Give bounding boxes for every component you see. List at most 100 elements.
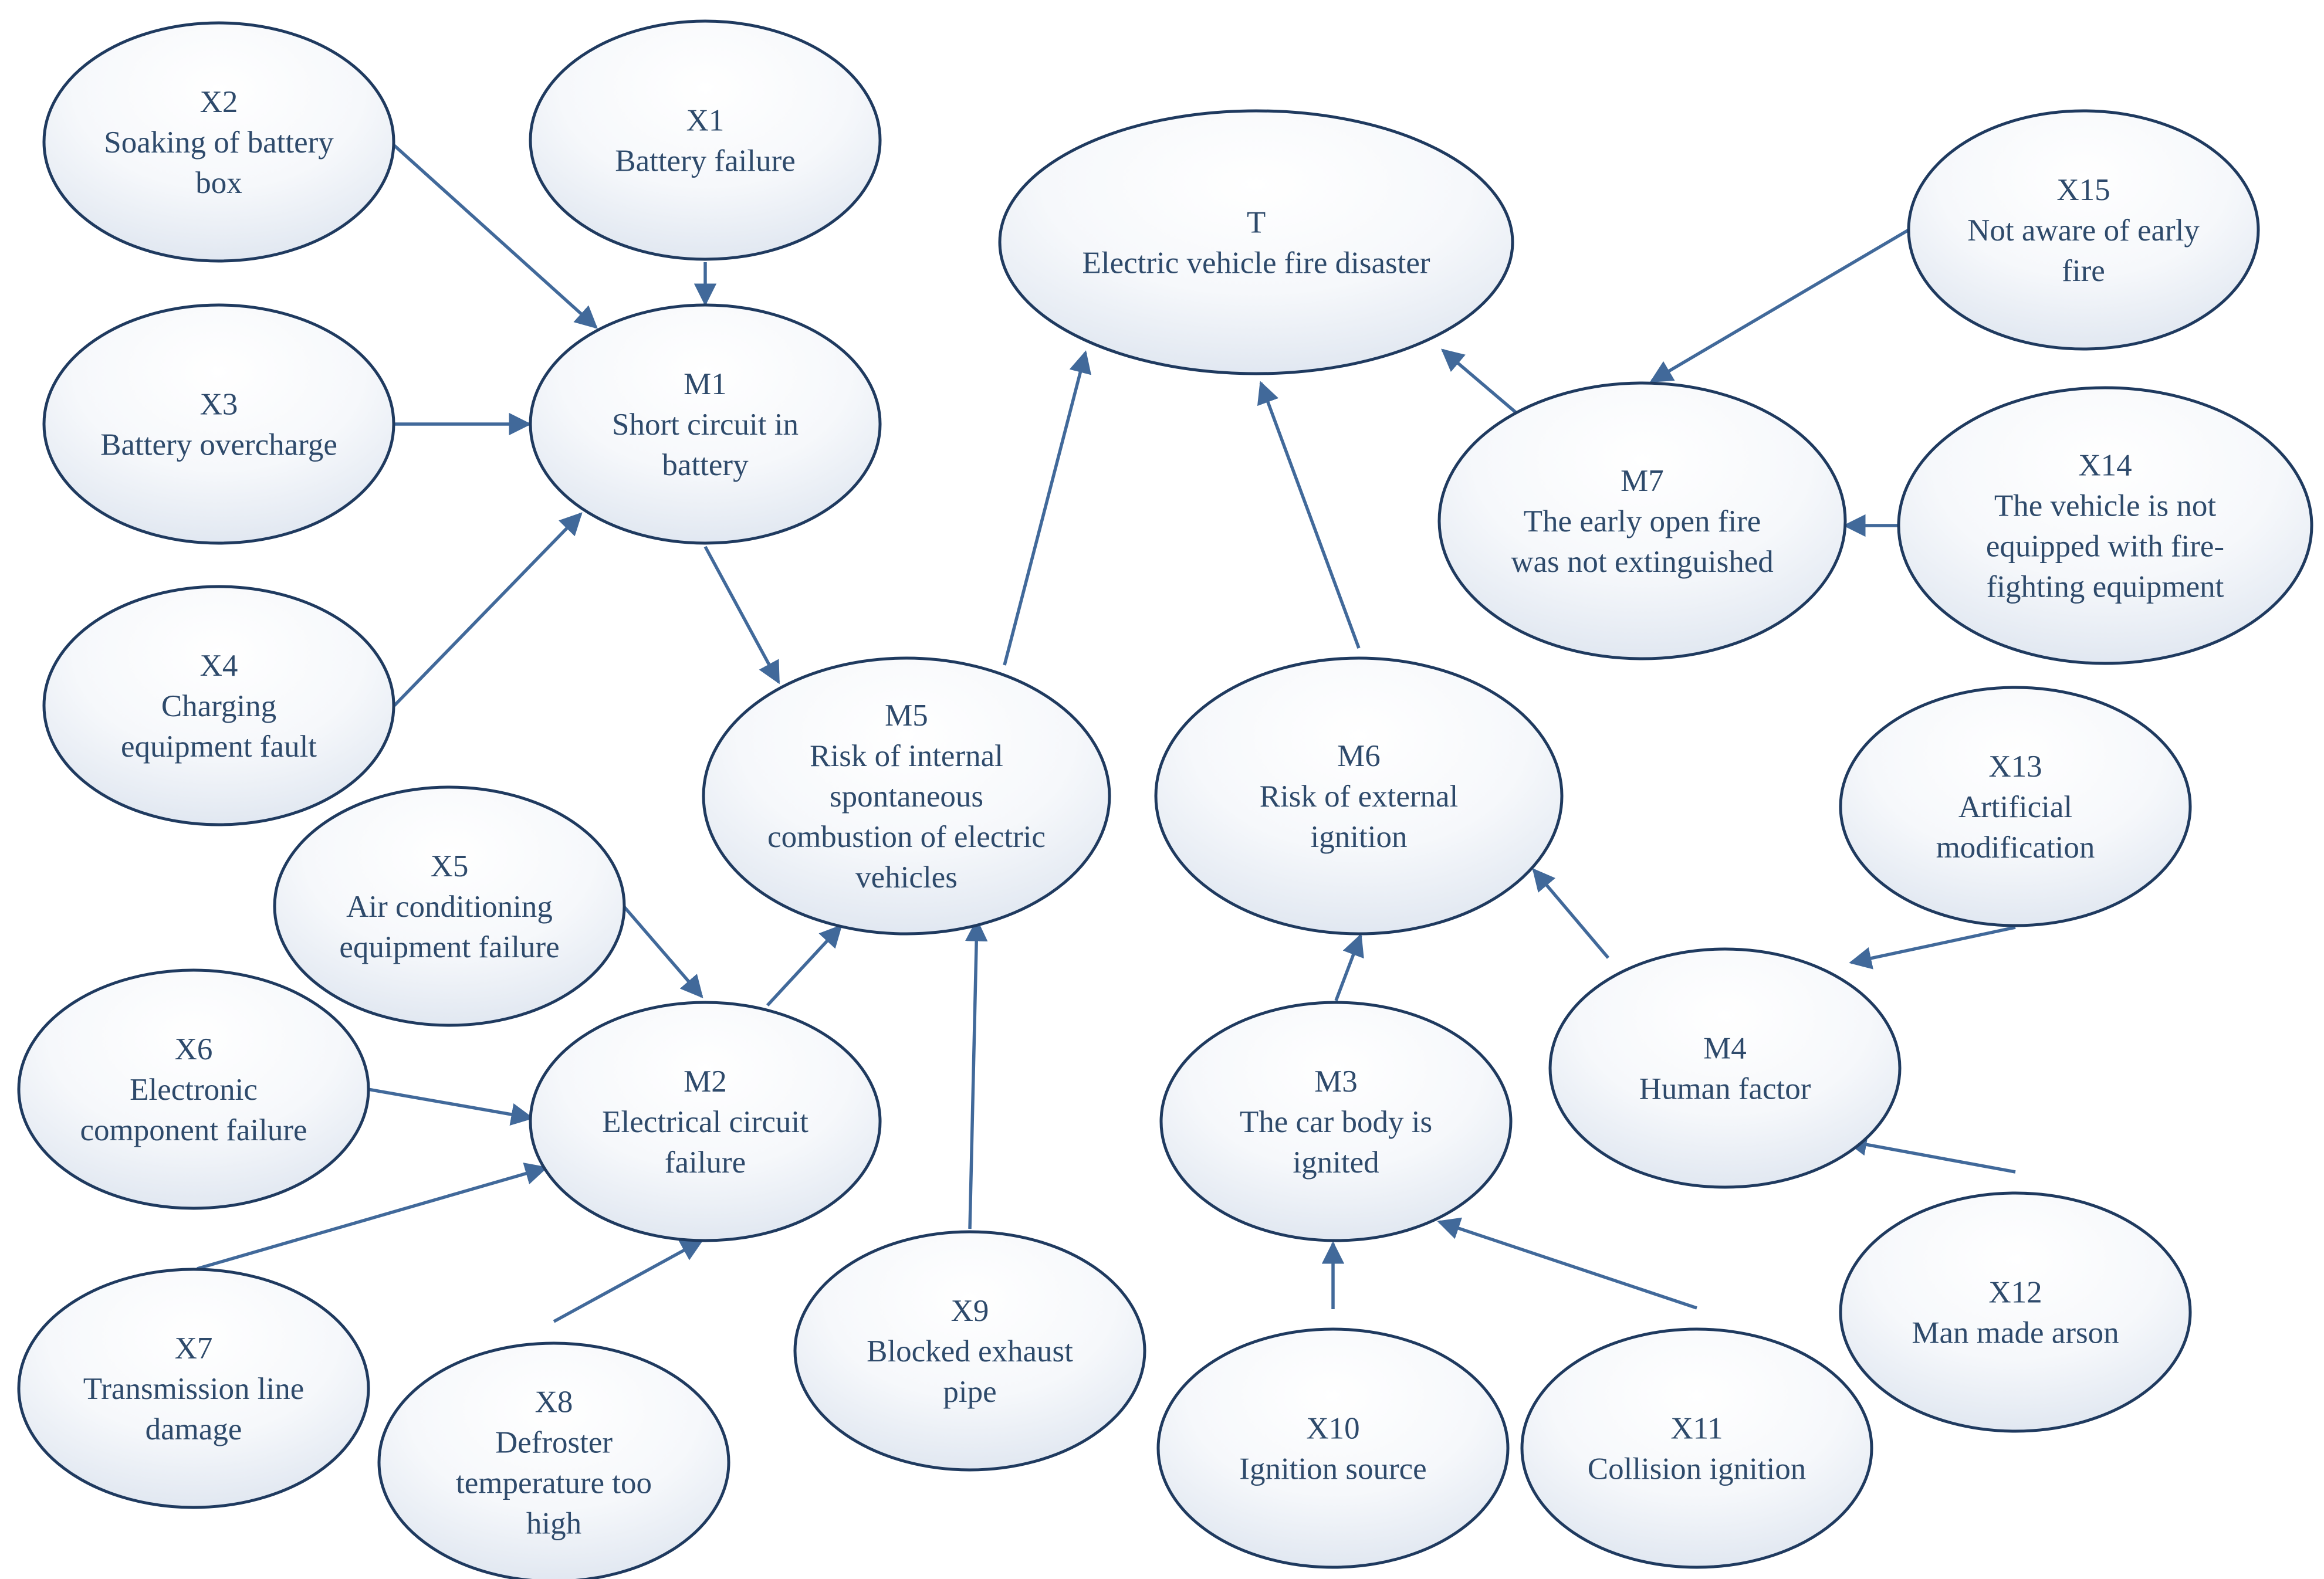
node-ellipse [793, 1230, 1146, 1472]
node-description-line: Not aware of early [1967, 214, 2200, 248]
arrow-x4-to-m1 [393, 512, 583, 707]
node-id-label: M5 [885, 699, 928, 733]
node-ellipse [1897, 386, 2313, 665]
node-ellipse [1839, 1191, 2192, 1433]
node-id-label: X11 [1670, 1412, 1723, 1446]
node-ellipse [529, 1001, 882, 1242]
node-id-label: M7 [1621, 464, 1664, 498]
node-description-line: high [526, 1507, 581, 1541]
node-description-line: equipment fault [121, 730, 317, 764]
arrow-m7-to-t [1441, 348, 1519, 416]
node-ellipse [17, 1268, 370, 1509]
node-id-label: M6 [1337, 739, 1381, 773]
node-description-line: was not extinguished [1511, 545, 1774, 579]
node-ellipse [529, 303, 882, 545]
arrow-m3-to-m6 [1334, 933, 1364, 1001]
node-id-label: M4 [1703, 1032, 1747, 1066]
arrow-x6-to-m2 [367, 1087, 534, 1126]
node-ellipse [42, 303, 395, 545]
node-description-line: fighting equipment [1987, 570, 2224, 604]
node-id-label: X8 [535, 1385, 573, 1419]
node-id-label: X1 [686, 104, 725, 138]
node-description-line: spontaneous [830, 780, 983, 814]
node-id-label: X12 [1988, 1276, 2042, 1310]
arrow-x11-to-m3 [1437, 1217, 1697, 1310]
node-ellipse [377, 1341, 730, 1579]
node-id-label: M3 [1314, 1065, 1358, 1099]
node-id-label: X7 [175, 1331, 213, 1365]
node-description-line: modification [1936, 831, 2095, 865]
node-id-label: X3 [200, 388, 238, 422]
node-id-label: X6 [175, 1032, 213, 1066]
node-description-line: Transmission line [83, 1372, 304, 1406]
node-ellipse [1548, 947, 1902, 1189]
node-ellipse [1154, 656, 1564, 936]
edges-layer [197, 144, 2016, 1323]
arrow-m1-to-m5 [703, 545, 780, 685]
node-description-line: Soaking of battery [104, 126, 334, 160]
node-ellipse [1839, 686, 2192, 927]
node-description-line: Electrical circuit [602, 1105, 809, 1139]
node-id-label: M2 [684, 1065, 727, 1099]
node-description-line: Electronic [130, 1073, 258, 1107]
node-description-line: Air conditioning [346, 890, 553, 924]
node-description-line: fire [2062, 254, 2105, 288]
node-id-label: T [1247, 206, 1266, 240]
node-id-label: X9 [951, 1294, 989, 1328]
node-description-line: Human factor [1639, 1072, 1811, 1106]
node-id-label: M1 [684, 367, 727, 401]
node-description-line: failure [665, 1146, 746, 1180]
node-description-line: damage [146, 1412, 242, 1446]
arrow-x8-to-m2 [553, 1239, 704, 1323]
arrow-x12-to-m4 [1844, 1133, 2016, 1174]
node-description-line: Man made arson [1912, 1316, 2119, 1350]
node-description-line: Artificial [1958, 790, 2072, 824]
node-description-line: component failure [80, 1113, 307, 1147]
node-description-line: temperature too [456, 1466, 652, 1500]
node-description-line: Risk of internal [810, 739, 1003, 773]
arrow-x2-to-m1 [393, 144, 598, 329]
node-description-line: equipment failure [339, 930, 559, 964]
node-description-line: Defroster [495, 1426, 613, 1460]
arrow-m6-to-t [1257, 381, 1361, 649]
node-id-label: X2 [200, 85, 238, 119]
node-description-line: vehicles [855, 860, 958, 894]
arrow-x5-to-m2 [622, 905, 703, 998]
node-description-line: equipped with fire- [1986, 530, 2224, 564]
arrow-x7-to-m2 [197, 1163, 548, 1270]
node-description-line: Blocked exhaust [867, 1334, 1073, 1368]
arrow-x15-to-m7 [1649, 228, 1910, 383]
node-description-line: Charging [161, 689, 276, 723]
node-description-line: combustion of electric [767, 820, 1046, 854]
node-description-line: The vehicle is not [1994, 489, 2217, 523]
node-ellipse [1907, 109, 2260, 351]
node-ellipse [42, 21, 395, 263]
arrow-x13-to-m4 [1849, 926, 2016, 970]
node-ellipse [1520, 1327, 1873, 1569]
node-description-line: battery [662, 448, 749, 482]
node-ellipse [17, 968, 370, 1210]
node-id-label: X10 [1306, 1412, 1359, 1446]
arrow-x9-to-m5 [965, 919, 988, 1229]
node-description-line: Electric vehicle fire disaster [1082, 246, 1430, 280]
node-ellipse [1156, 1327, 1510, 1569]
node-description-line: The car body is [1240, 1105, 1432, 1139]
node-ellipse [42, 585, 395, 826]
